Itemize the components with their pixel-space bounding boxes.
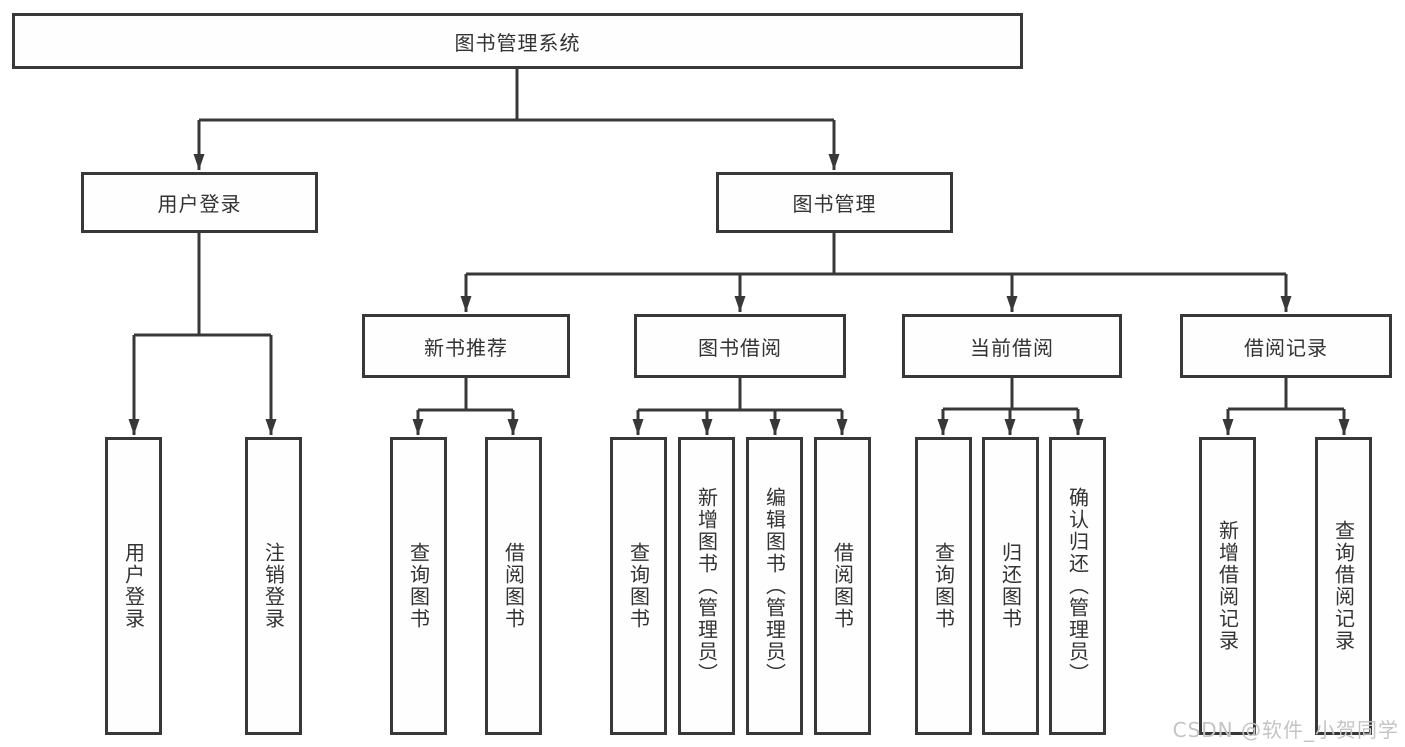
leaf-borrow-books-recommend-label: 借阅图书 [501,542,526,630]
leaf-query-books-recommend-label: 查询图书 [406,542,431,630]
node-book-borrowing-label: 图书借阅 [698,335,782,360]
node-book-management-label: 图书管理 [792,192,877,216]
leaf-query-books-current: 查询图书 [915,437,972,735]
leaf-query-borrow-record: 查询借阅记录 [1315,437,1372,735]
leaf-query-books-recommend: 查询图书 [390,437,447,735]
leaf-query-books-borrow: 查询图书 [610,437,667,735]
node-user-login: 用户登录 [81,172,318,233]
leaf-add-borrow-record: 新增借阅记录 [1199,437,1256,735]
node-library-system: 图书管理系统 [12,13,1023,69]
leaf-logout-label: 注销登录 [261,542,286,630]
node-new-book-recommend-label: 新书推荐 [424,335,508,360]
leaf-query-books-current-label: 查询图书 [931,542,956,630]
node-user-login-label: 用户登录 [157,192,242,216]
leaf-borrow-books-recommend: 借阅图书 [485,437,542,735]
leaf-confirm-return-admin-label: 确认归还（管理员） [1065,487,1090,685]
leaf-add-book-admin-label: 新增图书（管理员） [694,487,719,685]
leaf-return-books: 归还图书 [982,437,1039,735]
node-library-system-label: 图书管理系统 [454,30,581,55]
leaf-user-login: 用户登录 [105,437,162,735]
node-borrowing-records-label: 借阅记录 [1244,335,1328,360]
leaf-query-borrow-record-label: 查询借阅记录 [1331,520,1356,652]
leaf-borrow-books-borrow: 借阅图书 [814,437,871,735]
node-book-management: 图书管理 [716,172,953,233]
leaf-edit-book-admin: 编辑图书（管理员） [746,437,803,735]
node-borrowing-records: 借阅记录 [1180,314,1392,378]
node-current-borrowing: 当前借阅 [902,314,1122,378]
watermark: CSDN @软件_小贺同学 [1172,718,1399,742]
leaf-add-borrow-record-label: 新增借阅记录 [1215,520,1240,652]
leaf-query-books-borrow-label: 查询图书 [626,542,651,630]
leaf-add-book-admin: 新增图书（管理员） [678,437,735,735]
leaf-edit-book-admin-label: 编辑图书（管理员） [762,487,787,685]
leaf-return-books-label: 归还图书 [998,542,1023,630]
leaf-logout: 注销登录 [245,437,302,735]
leaf-borrow-books-borrow-label: 借阅图书 [830,542,855,630]
leaf-confirm-return-admin: 确认归还（管理员） [1049,437,1106,735]
node-new-book-recommend: 新书推荐 [362,314,570,378]
node-book-borrowing: 图书借阅 [634,314,846,378]
leaf-user-login-label: 用户登录 [121,542,146,630]
node-current-borrowing-label: 当前借阅 [970,335,1054,360]
